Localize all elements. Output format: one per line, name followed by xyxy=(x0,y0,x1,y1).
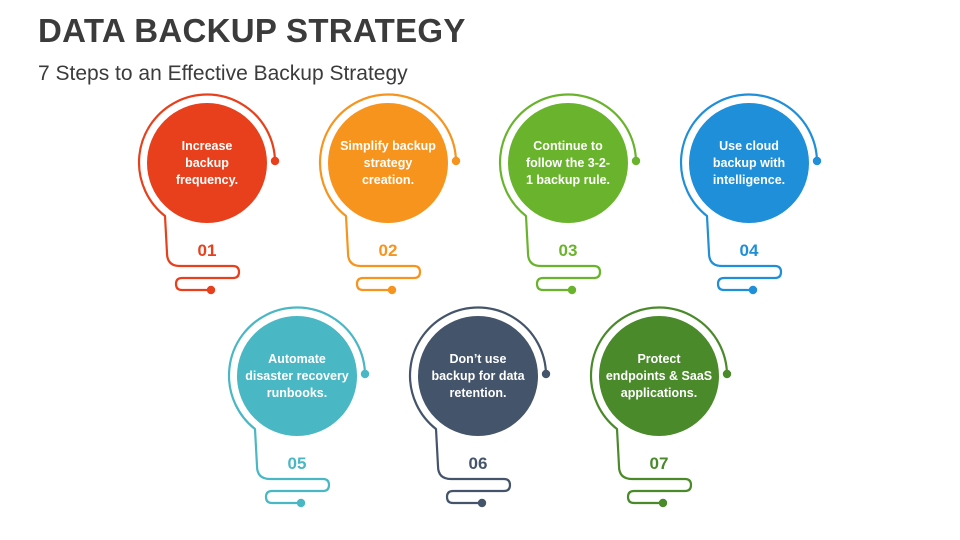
bulb-wire xyxy=(318,93,458,292)
step-text-line: Increase xyxy=(182,139,233,153)
step-text-line: backup with xyxy=(713,156,785,170)
step-06: Don’t use backup for data retention. 06 xyxy=(408,306,551,508)
step-text-line: strategy xyxy=(364,156,413,170)
step-text-line: Protect xyxy=(637,352,681,366)
step-text-line: Automate xyxy=(268,352,326,366)
step-text-line: backup xyxy=(185,156,229,170)
step-text-line: creation. xyxy=(362,173,414,187)
step-text-line: Continue to xyxy=(533,139,603,153)
bulb-wire xyxy=(137,93,277,292)
step-text-line: retention. xyxy=(450,386,507,400)
bulb-wire xyxy=(498,93,638,292)
wire-end-dot xyxy=(541,369,551,379)
step-05: Automate disaster recovery runbooks. 05 xyxy=(227,306,370,508)
wire-end-dot xyxy=(206,285,216,295)
step-text-line: frequency. xyxy=(176,173,238,187)
step-text-line: Don’t use xyxy=(450,352,507,366)
wire-end-dot xyxy=(477,498,487,508)
step-number: 05 xyxy=(288,454,307,473)
wire-end-dot xyxy=(451,156,461,166)
wire-end-dot xyxy=(722,369,732,379)
step-number: 04 xyxy=(740,241,759,260)
step-number: 06 xyxy=(469,454,488,473)
step-number: 02 xyxy=(379,241,398,260)
wire-end-dot xyxy=(296,498,306,508)
bulb-wire xyxy=(589,306,729,505)
step-text-line: 1 backup rule. xyxy=(526,173,610,187)
wire-end-dot xyxy=(631,156,641,166)
step-text-line: Simplify backup xyxy=(340,139,436,153)
wire-end-dot xyxy=(748,285,758,295)
bulb-wire xyxy=(227,306,367,505)
bulb-circle xyxy=(599,316,719,436)
step-03: Continue to follow the 3-2- 1 backup rule.… xyxy=(498,93,641,295)
step-text-line: disaster recovery xyxy=(245,369,349,383)
step-text-line: runbooks. xyxy=(267,386,327,400)
bulb-circle xyxy=(508,103,628,223)
wire-end-dot xyxy=(387,285,397,295)
page-title: DATA BACKUP STRATEGY xyxy=(38,12,466,49)
step-text-line: follow the 3-2- xyxy=(526,156,610,170)
bulb-circle xyxy=(237,316,357,436)
wire-end-dot xyxy=(270,156,280,166)
page-subtitle: 7 Steps to an Effective Backup Strategy xyxy=(38,62,408,85)
bulb-circle xyxy=(147,103,267,223)
step-01: Increase backup frequency. 01 xyxy=(137,93,280,295)
step-02: Simplify backup strategy creation. 02 xyxy=(318,93,461,295)
step-number: 07 xyxy=(650,454,669,473)
wire-end-dot xyxy=(658,498,668,508)
step-04: Use cloud backup with intelligence. 04 xyxy=(679,93,822,295)
step-text-line: intelligence. xyxy=(713,173,785,187)
step-text-line: Use cloud xyxy=(719,139,779,153)
wire-end-dot xyxy=(360,369,370,379)
bulb-wire xyxy=(408,306,548,505)
wire-end-dot xyxy=(567,285,577,295)
step-number: 01 xyxy=(198,241,217,260)
step-text-line: applications. xyxy=(621,386,697,400)
step-07: Protect endpoints & SaaS applications. 07 xyxy=(589,306,732,508)
bulb-circle xyxy=(418,316,538,436)
wire-end-dot xyxy=(812,156,822,166)
bulb-wire xyxy=(679,93,819,292)
bulb-circle xyxy=(689,103,809,223)
step-number: 03 xyxy=(559,241,578,260)
bulb-circle xyxy=(328,103,448,223)
step-text-line: endpoints & SaaS xyxy=(606,369,712,383)
step-text-line: backup for data xyxy=(431,369,525,383)
